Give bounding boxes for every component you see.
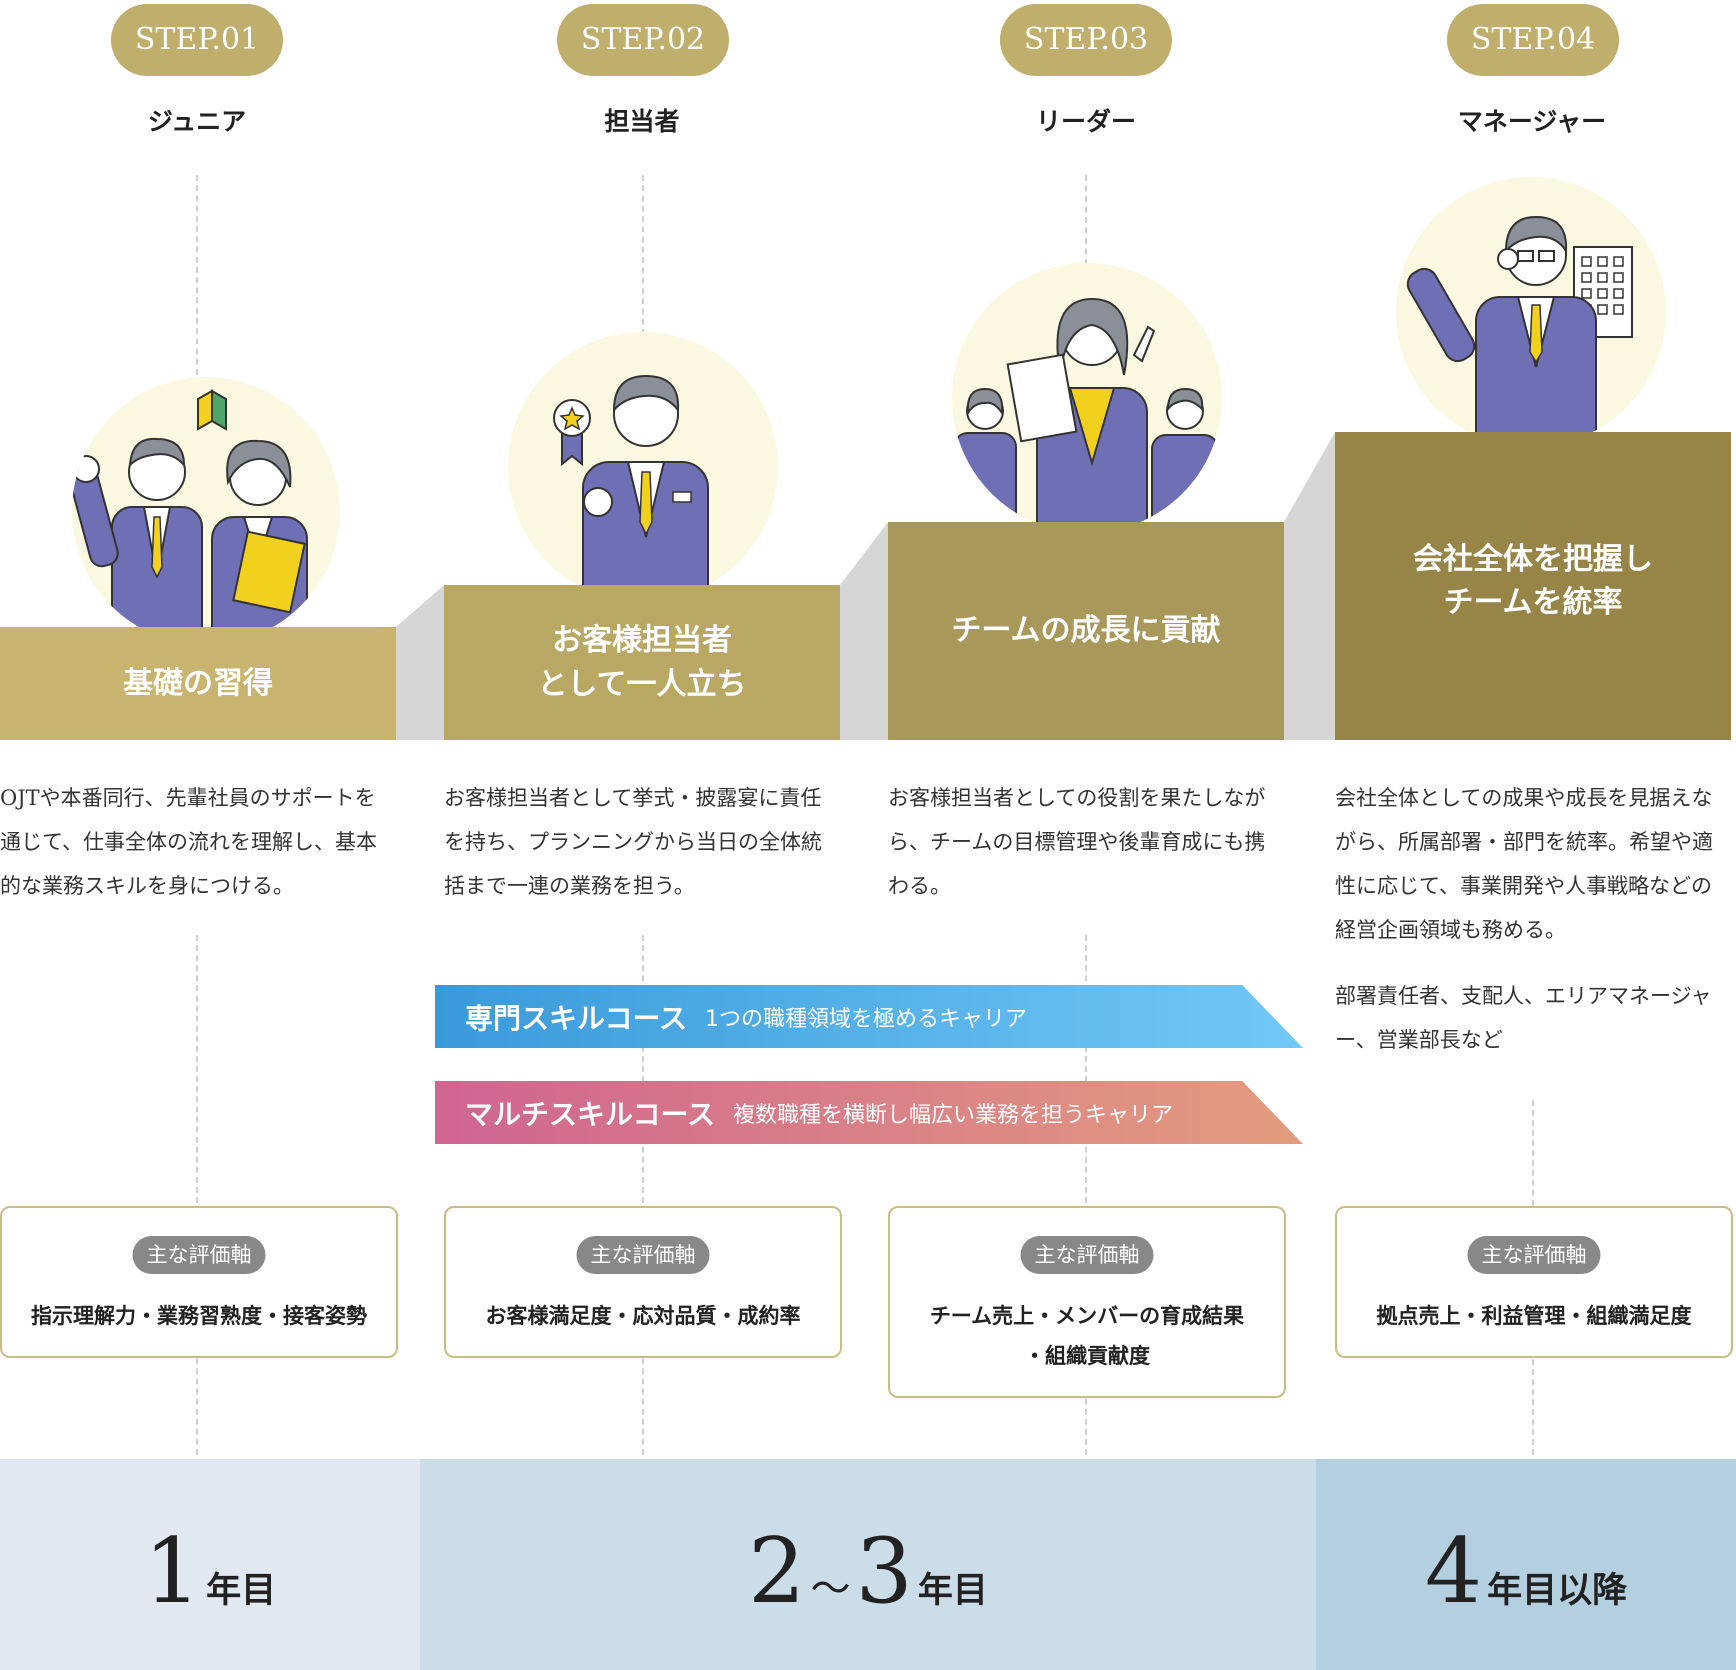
- year-number: 1: [143, 1519, 202, 1624]
- evaluation-line: 指示理解力・業務習熟度・接客姿勢: [31, 1304, 367, 1328]
- step-badge-1: STEP.01: [111, 4, 283, 76]
- medal-icon: [553, 399, 591, 467]
- year-band-1: 1 年目: [0, 1459, 420, 1670]
- guide-line: [1085, 175, 1087, 265]
- step-badge-2: STEP.02: [557, 4, 729, 76]
- course-multi: マルチスキルコース 複数職種を横断し幅広い業務を担うキャリア: [435, 1081, 1303, 1144]
- step-badge-4: STEP.04: [1447, 4, 1619, 76]
- evaluation-box-1: 主な評価軸 指示理解力・業務習熟度・接客姿勢: [0, 1206, 398, 1358]
- step-description-4: 会社全体としての成果や成長を見据えながら、所属部署・部門を統率。希望や適性に応じ…: [1335, 786, 1713, 942]
- evaluation-line: お客様満足度・応対品質・成約率: [485, 1304, 801, 1328]
- evaluation-line: 拠点売上・利益管理・組織満足度: [1376, 1304, 1692, 1328]
- evaluation-label: 主な評価軸: [1467, 1236, 1601, 1274]
- course-name: 専門スキルコース: [465, 1001, 688, 1035]
- evaluation-line: チーム売上・メンバーの育成結果: [929, 1304, 1245, 1328]
- evaluation-text: チーム売上・メンバーの育成結果 ・組織貢献度: [890, 1296, 1284, 1376]
- step-block-line: チームを統率: [1443, 585, 1623, 620]
- step-description-4-roles: 部署責任者、支配人、エリアマネージャー、営業部長など: [1335, 984, 1712, 1052]
- step-block-4: 会社全体を把握し チームを統率: [1335, 432, 1731, 740]
- step-connectors: [396, 432, 1335, 740]
- beginner-mark-icon: [197, 389, 227, 431]
- step-block-1: 基礎の習得: [0, 627, 396, 740]
- guide-line: [1085, 935, 1087, 1455]
- guide-line: [642, 175, 644, 335]
- year-unit: 年目: [206, 1571, 277, 1611]
- manager-illustration: [1396, 177, 1666, 447]
- step-description-3: お客様担当者としての役割を果たしながら、チームの目標管理や後輩育成にも携わる。: [888, 786, 1266, 898]
- step-block-line: 会社全体を把握し: [1413, 541, 1653, 577]
- year-band-2: 2 〜 3 年目: [420, 1459, 1316, 1670]
- role-title-2: 担当者: [604, 107, 680, 136]
- staff-illustration: [508, 332, 778, 602]
- step-block-line: お客様担当者: [551, 623, 732, 658]
- guide-line: [196, 175, 198, 375]
- role-title-3: リーダー: [1035, 107, 1136, 136]
- guide-line: [642, 935, 644, 1455]
- evaluation-line: ・組織貢献度: [1024, 1344, 1150, 1368]
- evaluation-text: 指示理解力・業務習熟度・接客姿勢: [2, 1296, 396, 1336]
- role-title-1: ジュニア: [147, 107, 247, 136]
- year-number-end: 3: [855, 1519, 913, 1624]
- role-title-4: マネージャー: [1457, 107, 1607, 136]
- step-block-2: お客様担当者 として一人立ち: [444, 585, 840, 740]
- guide-line: [196, 935, 198, 1455]
- junior-illustration: [72, 377, 340, 645]
- evaluation-box-4: 主な評価軸 拠点売上・利益管理・組織満足度: [1335, 1206, 1733, 1358]
- course-description: 複数職種を横断し幅広い業務を担うキャリア: [733, 1102, 1174, 1128]
- course-name: マルチスキルコース: [465, 1097, 716, 1131]
- evaluation-box-3: 主な評価軸 チーム売上・メンバーの育成結果 ・組織貢献度: [888, 1206, 1286, 1398]
- evaluation-label: 主な評価軸: [132, 1236, 266, 1274]
- evaluation-label: 主な評価軸: [576, 1236, 710, 1274]
- evaluation-text: 拠点売上・利益管理・組織満足度: [1337, 1296, 1731, 1336]
- evaluation-label: 主な評価軸: [1020, 1236, 1154, 1274]
- course-specialist: 専門スキルコース 1つの職種領域を極めるキャリア: [435, 985, 1303, 1048]
- step-block-line: として一人立ち: [537, 666, 747, 702]
- evaluation-text: お客様満足度・応対品質・成約率: [446, 1296, 840, 1336]
- year-number: 4: [1424, 1519, 1483, 1624]
- year-unit: 年目: [917, 1571, 988, 1611]
- course-description: 1つの職種領域を極めるキャリア: [705, 1006, 1028, 1032]
- year-band-3: 4 年目以降: [1316, 1459, 1736, 1670]
- step-block-3: チームの成長に貢献: [888, 522, 1284, 740]
- step-badge-3: STEP.03: [1000, 4, 1172, 76]
- year-number-start: 2: [748, 1519, 806, 1624]
- year-range-separator: 〜: [810, 1566, 851, 1612]
- year-unit: 年目以降: [1487, 1571, 1628, 1611]
- step-description-1: OJTや本番同行、先輩社員のサポートを通じて、仕事全体の流れを理解し、基本的な業…: [0, 786, 377, 898]
- step-block-line: 基礎の習得: [123, 665, 273, 701]
- step-block-line: チームの成長に貢献: [951, 613, 1221, 649]
- evaluation-box-2: 主な評価軸 お客様満足度・応対品質・成約率: [444, 1206, 842, 1358]
- step-description-2: お客様担当者として挙式・披露宴に責任を持ち、プランニングから当日の全体統括まで一…: [444, 786, 822, 898]
- leader-illustration: [952, 263, 1222, 533]
